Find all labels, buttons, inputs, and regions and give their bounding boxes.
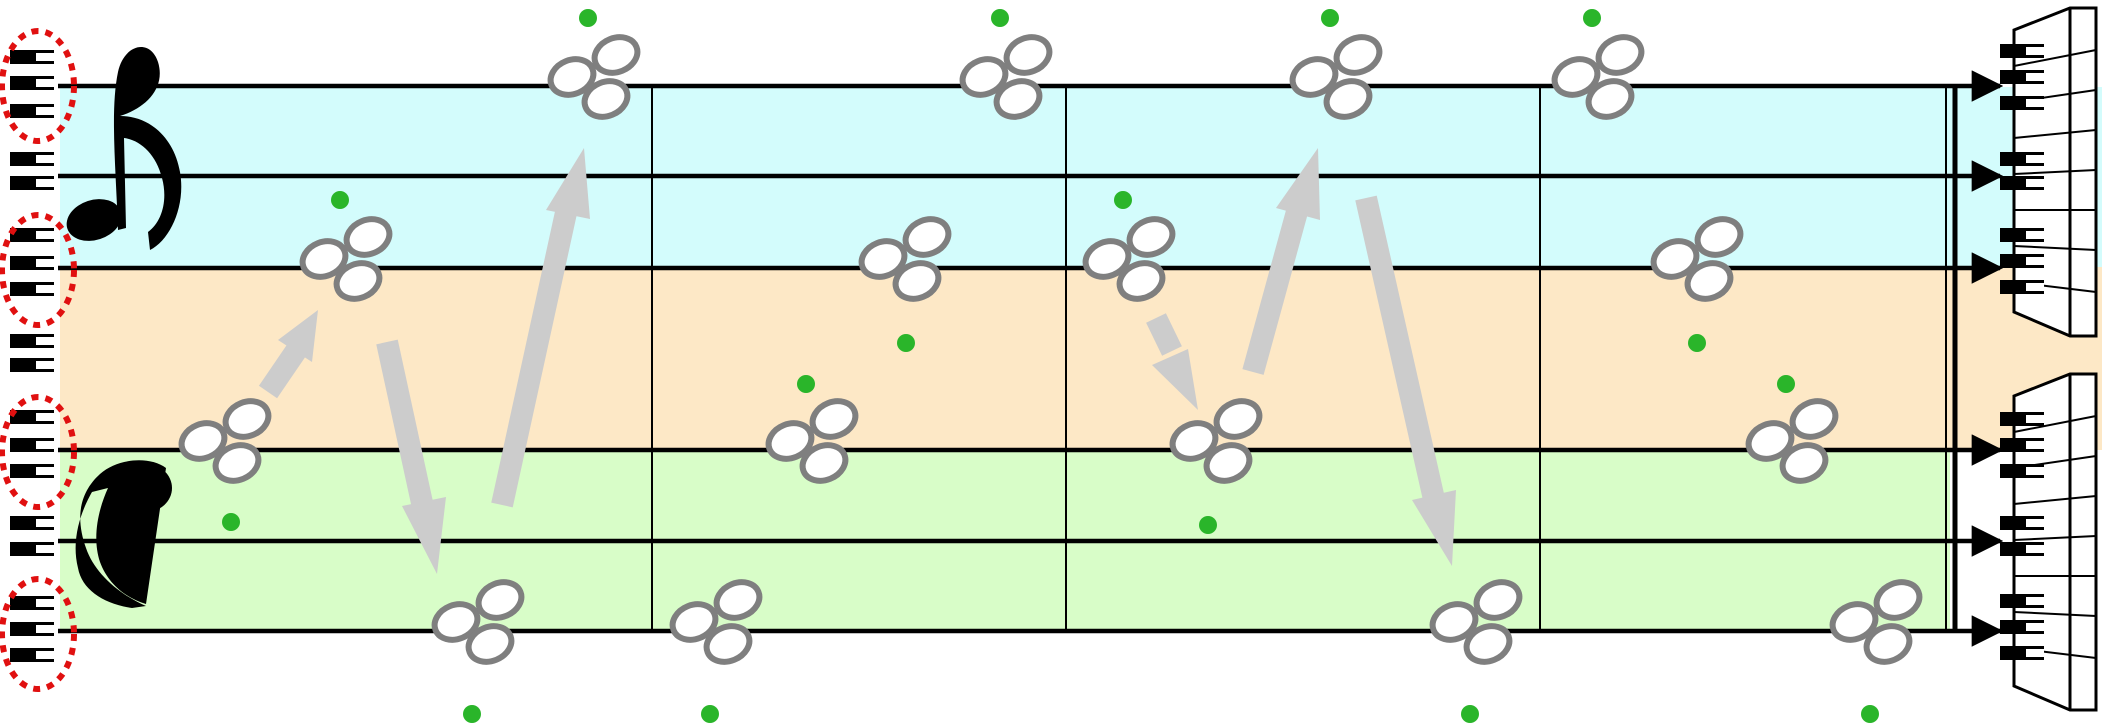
- dot: [897, 334, 915, 352]
- arrow: [1355, 195, 1456, 566]
- dot: [1321, 9, 1339, 27]
- green-dots: [222, 9, 1879, 723]
- dot: [1461, 705, 1479, 723]
- dot: [1583, 9, 1601, 27]
- arrow: [258, 310, 318, 399]
- dot: [1861, 705, 1879, 723]
- dashed-circle-icon: [0, 28, 77, 144]
- right-keyboard-top-icon: [2000, 6, 2098, 338]
- arrow: [1242, 148, 1320, 375]
- dot: [797, 375, 815, 393]
- dot: [331, 191, 349, 209]
- right-keyboard-bottom-icon: [2000, 372, 2098, 712]
- dashed-circle-icon: [0, 212, 77, 328]
- arrow: [376, 339, 446, 574]
- dot: [1777, 375, 1795, 393]
- left-keyboard-icon: [10, 50, 54, 662]
- dot: [1114, 191, 1132, 209]
- bottom-clef-icon: [75, 460, 172, 608]
- dot: [991, 9, 1009, 27]
- dashed-circle-icon: [0, 394, 77, 510]
- dot: [701, 705, 719, 723]
- dot: [1688, 334, 1706, 352]
- arrow: [491, 148, 590, 508]
- selection-rings: [0, 28, 77, 692]
- top-clef-icon: [66, 47, 182, 250]
- motion-arrows: [258, 148, 1456, 574]
- dashed-circle-icon: [0, 576, 77, 692]
- dot: [1199, 516, 1217, 534]
- arrow: [1146, 313, 1198, 410]
- dot: [463, 705, 481, 723]
- dot: [222, 513, 240, 531]
- dot: [579, 9, 597, 27]
